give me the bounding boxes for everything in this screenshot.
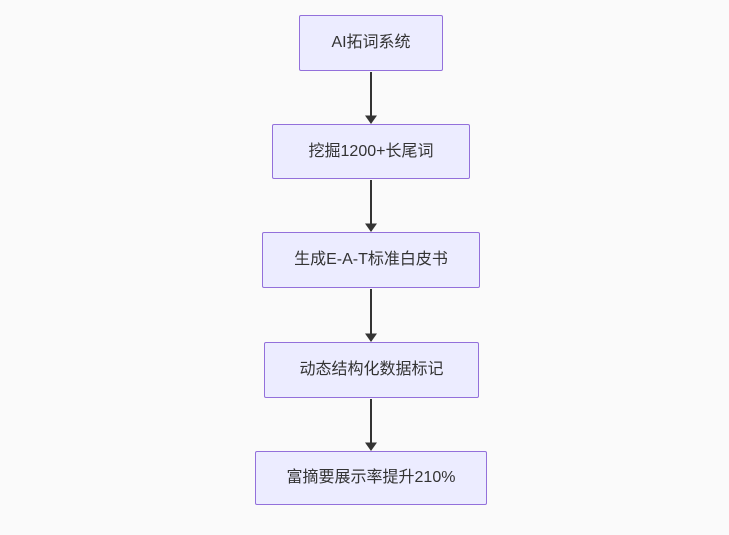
arrowhead-icon — [365, 115, 377, 124]
flow-node-ai-keyword-system: AI拓词系统 — [299, 15, 443, 71]
edge-n4-n5 — [365, 399, 377, 451]
flow-node-rich-snippet-result: 富摘要展示率提升210% — [255, 451, 487, 505]
flow-node-label: 生成E-A-T标准白皮书 — [294, 251, 448, 268]
edge-n3-n4 — [365, 289, 377, 342]
edge-n1-n2 — [365, 72, 377, 124]
arrowhead-icon — [365, 333, 377, 342]
flow-node-longtail-mining: 挖掘1200+长尾词 — [272, 124, 470, 179]
flow-node-label: 富摘要展示率提升210% — [286, 469, 456, 486]
arrowhead-icon — [365, 442, 377, 451]
flow-node-structured-data-markup: 动态结构化数据标记 — [264, 342, 479, 398]
flow-node-label: AI拓词系统 — [331, 34, 411, 51]
flow-node-label: 动态结构化数据标记 — [299, 361, 444, 378]
arrowhead-icon — [365, 223, 377, 232]
flow-node-eat-whitepaper: 生成E-A-T标准白皮书 — [262, 232, 480, 288]
flow-node-label: 挖掘1200+长尾词 — [308, 142, 434, 160]
edge-n2-n3 — [365, 180, 377, 232]
